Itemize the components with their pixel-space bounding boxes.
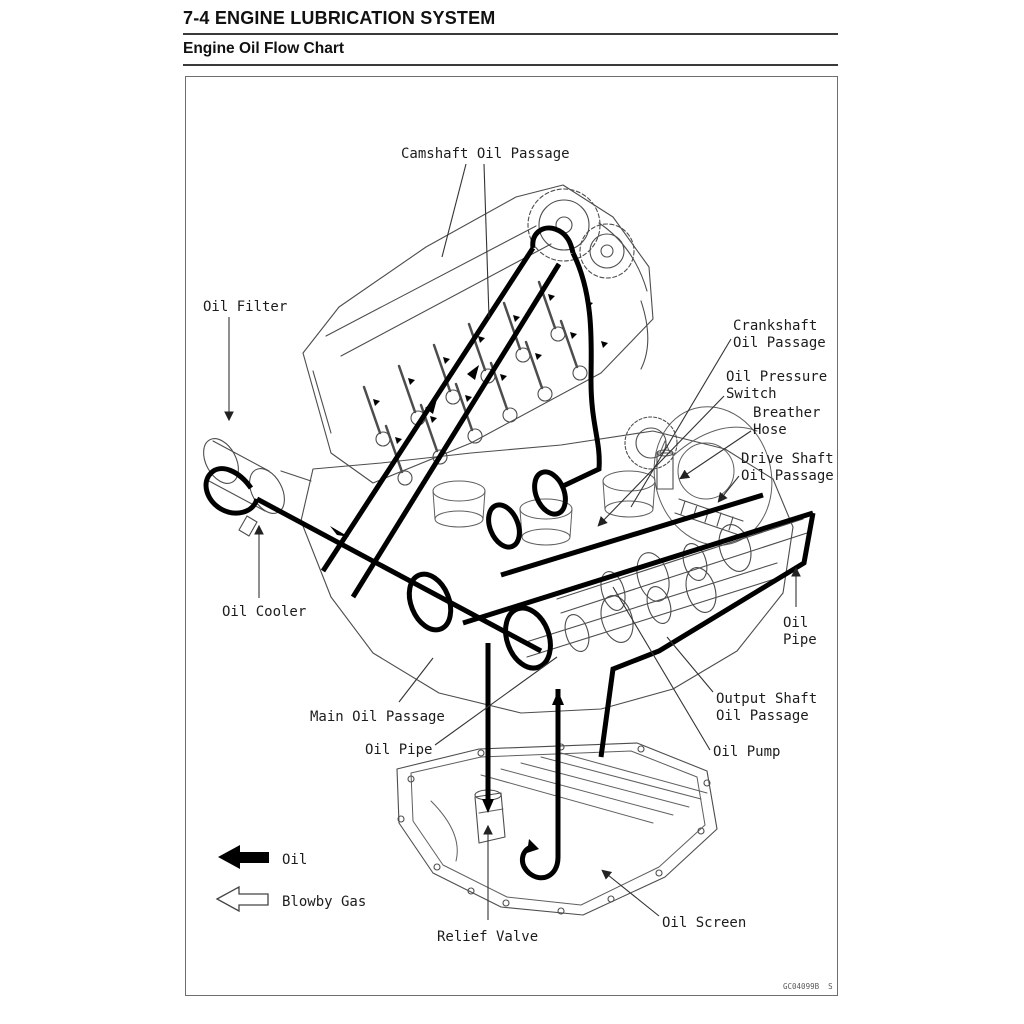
label-oil-pipe-bottom: Oil Pipe [365,742,432,758]
label-oil-pipe-right-1: Oil [783,615,808,631]
title-rule [183,33,838,35]
engine-line-art [203,184,808,916]
engine-oil-flow-diagram: Camshaft Oil Passage Oil Filter Cranksha… [203,146,834,991]
section-rule [183,64,838,66]
legend-blowby-gas-label: Blowby Gas [282,894,366,910]
legend-oil-label: Oil [282,852,307,868]
blowby-gas-arrow-icon [215,885,269,913]
label-drive-shaft-oil-passage-2: Oil Passage [741,468,834,484]
oil-flow-chart-figure: Camshaft Oil Passage Oil Filter Cranksha… [185,76,838,996]
figure-code: GC04099B S [783,982,833,991]
label-oil-pressure-switch-1: Oil Pressure [726,369,827,385]
section-title: Engine Oil Flow Chart [183,40,345,57]
label-breather-hose-1: Breather [753,405,820,421]
label-crankshaft-oil-passage-2: Oil Passage [733,335,826,351]
label-output-shaft-oil-passage-1: Output Shaft [716,691,817,707]
label-oil-cooler: Oil Cooler [222,604,306,620]
label-camshaft-oil-passage: Camshaft Oil Passage [401,146,570,162]
label-oil-pressure-switch-2: Switch [726,386,777,402]
label-relief-valve: Relief Valve [437,929,538,945]
label-breather-hose-2: Hose [753,422,787,438]
label-oil-filter: Oil Filter [203,299,287,315]
leader-lines [224,163,801,920]
oil-arrow-icon [218,845,269,869]
label-main-oil-passage: Main Oil Passage [310,709,445,725]
label-oil-screen: Oil Screen [662,915,746,931]
label-output-shaft-oil-passage-2: Oil Passage [716,708,809,724]
label-crankshaft-oil-passage-1: Crankshaft [733,318,817,334]
label-oil-pipe-right-2: Pipe [783,632,817,648]
label-oil-pump: Oil Pump [713,744,780,760]
oil-flow-lines [203,225,816,881]
page-title: 7-4 ENGINE LUBRICATION SYSTEM [183,8,496,28]
label-drive-shaft-oil-passage-1: Drive Shaft [741,451,834,467]
legend: Oil Blowby Gas [215,845,366,913]
oil-flow-arrows [330,294,608,853]
